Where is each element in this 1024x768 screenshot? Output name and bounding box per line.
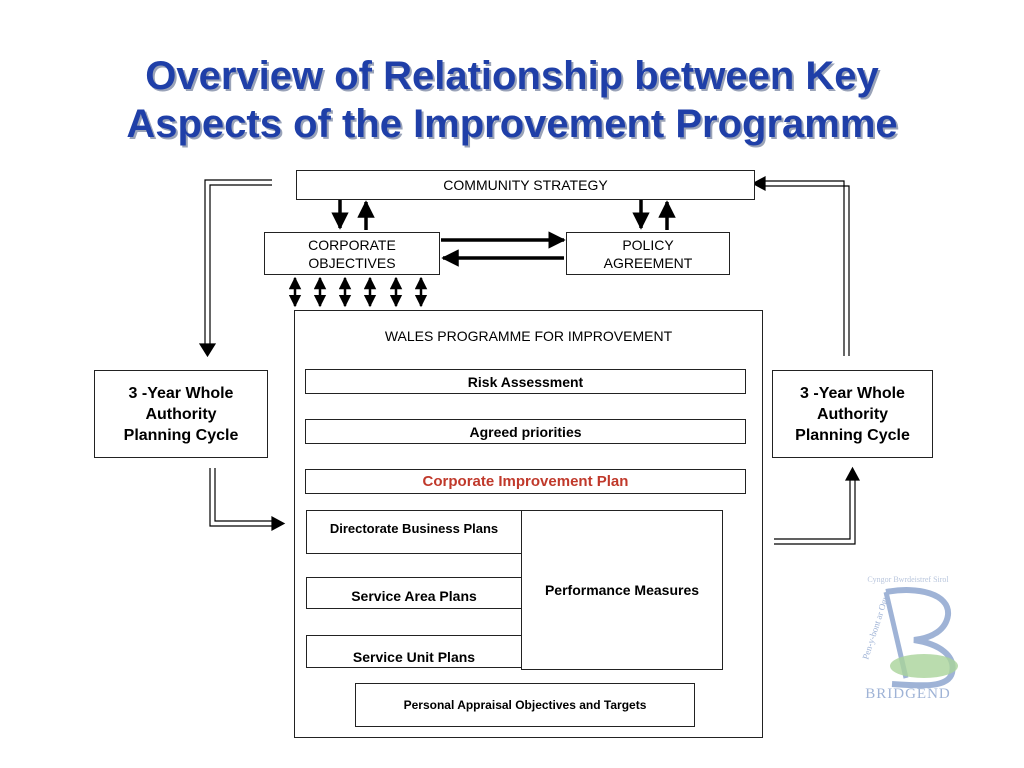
directorate-business-plans-box: Directorate Business Plans bbox=[306, 510, 522, 554]
wales-programme-label: WALES PROGRAMME FOR IMPROVEMENT bbox=[384, 328, 673, 344]
planning-cycle-right-line-1: 3 -Year Whole bbox=[800, 384, 905, 402]
corporate-objectives-line-2: OBJECTIVES bbox=[308, 254, 396, 271]
title-line-1: Overview of Relationship between Key bbox=[145, 54, 879, 98]
page-title: Overview of Relationship between Key Asp… bbox=[0, 52, 1024, 148]
policy-agreement-line-1: POLICY bbox=[622, 236, 674, 253]
directorate-business-plans-label: Directorate Business Plans bbox=[329, 521, 499, 536]
corporate-objectives-line-1: CORPORATE bbox=[308, 236, 396, 253]
performance-measures-label: Performance Measures bbox=[544, 582, 700, 598]
risk-assessment-label: Risk Assessment bbox=[467, 373, 584, 390]
right-bottom-double-arrow bbox=[774, 466, 861, 545]
corporate-objectives-box: CORPORATE OBJECTIVES bbox=[264, 232, 440, 275]
policy-agreement-line-2: AGREEMENT bbox=[603, 254, 693, 271]
agreed-priorities-box: Agreed priorities bbox=[305, 419, 746, 444]
planning-cycle-right-line-2: Authority bbox=[816, 405, 889, 423]
service-unit-plans-label: Service Unit Plans bbox=[352, 649, 476, 665]
logo-subtitle: Cyngor Bwrdeistref Sirol bbox=[867, 575, 949, 584]
right-top-double-arrow bbox=[751, 175, 850, 356]
planning-cycle-left-line-2: Authority bbox=[145, 405, 217, 423]
corporate-to-wales-double-arrows bbox=[288, 276, 428, 308]
community-strategy-box: COMMUNITY STRATEGY bbox=[296, 170, 755, 200]
policy-agreement-box: POLICY AGREEMENT bbox=[566, 232, 730, 275]
agreed-priorities-label: Agreed priorities bbox=[469, 423, 582, 440]
personal-appraisal-box: Personal Appraisal Objectives and Target… bbox=[355, 683, 695, 727]
left-bottom-double-arrow bbox=[209, 468, 286, 532]
bridgend-logo: Cyngor Bwrdeistref Sirol Pen-y-bont ar O… bbox=[848, 570, 968, 705]
left-top-double-arrow bbox=[198, 179, 272, 358]
planning-cycle-left-line-3: Planning Cycle bbox=[123, 426, 239, 444]
corporate-improvement-plan-box: Corporate Improvement Plan bbox=[305, 469, 746, 494]
risk-assessment-box: Risk Assessment bbox=[305, 369, 746, 394]
planning-cycle-right-box: 3 -Year Whole Authority Planning Cycle bbox=[772, 370, 933, 458]
planning-cycle-left-box: 3 -Year Whole Authority Planning Cycle bbox=[94, 370, 268, 458]
performance-measures-box: Performance Measures bbox=[521, 510, 723, 670]
community-strategy-label: COMMUNITY STRATEGY bbox=[443, 177, 608, 193]
service-area-plans-box: Service Area Plans bbox=[306, 577, 522, 609]
bridgend-logo-mark: Cyngor Bwrdeistref Sirol Pen-y-bont ar O… bbox=[860, 575, 958, 702]
title-line-2: Aspects of the Improvement Programme bbox=[126, 102, 898, 146]
corporate-improvement-plan-label: Corporate Improvement Plan bbox=[422, 473, 629, 490]
planning-cycle-right-line-3: Planning Cycle bbox=[795, 426, 910, 444]
planning-cycle-left-line-1: 3 -Year Whole bbox=[128, 384, 234, 402]
logo-welsh-name: Pen-y-bont ar Ogwr bbox=[860, 589, 892, 661]
personal-appraisal-label: Personal Appraisal Objectives and Target… bbox=[403, 698, 647, 712]
service-unit-plans-box: Service Unit Plans bbox=[306, 635, 522, 668]
service-area-plans-label: Service Area Plans bbox=[351, 588, 477, 604]
logo-name: BRIDGEND bbox=[865, 686, 951, 702]
